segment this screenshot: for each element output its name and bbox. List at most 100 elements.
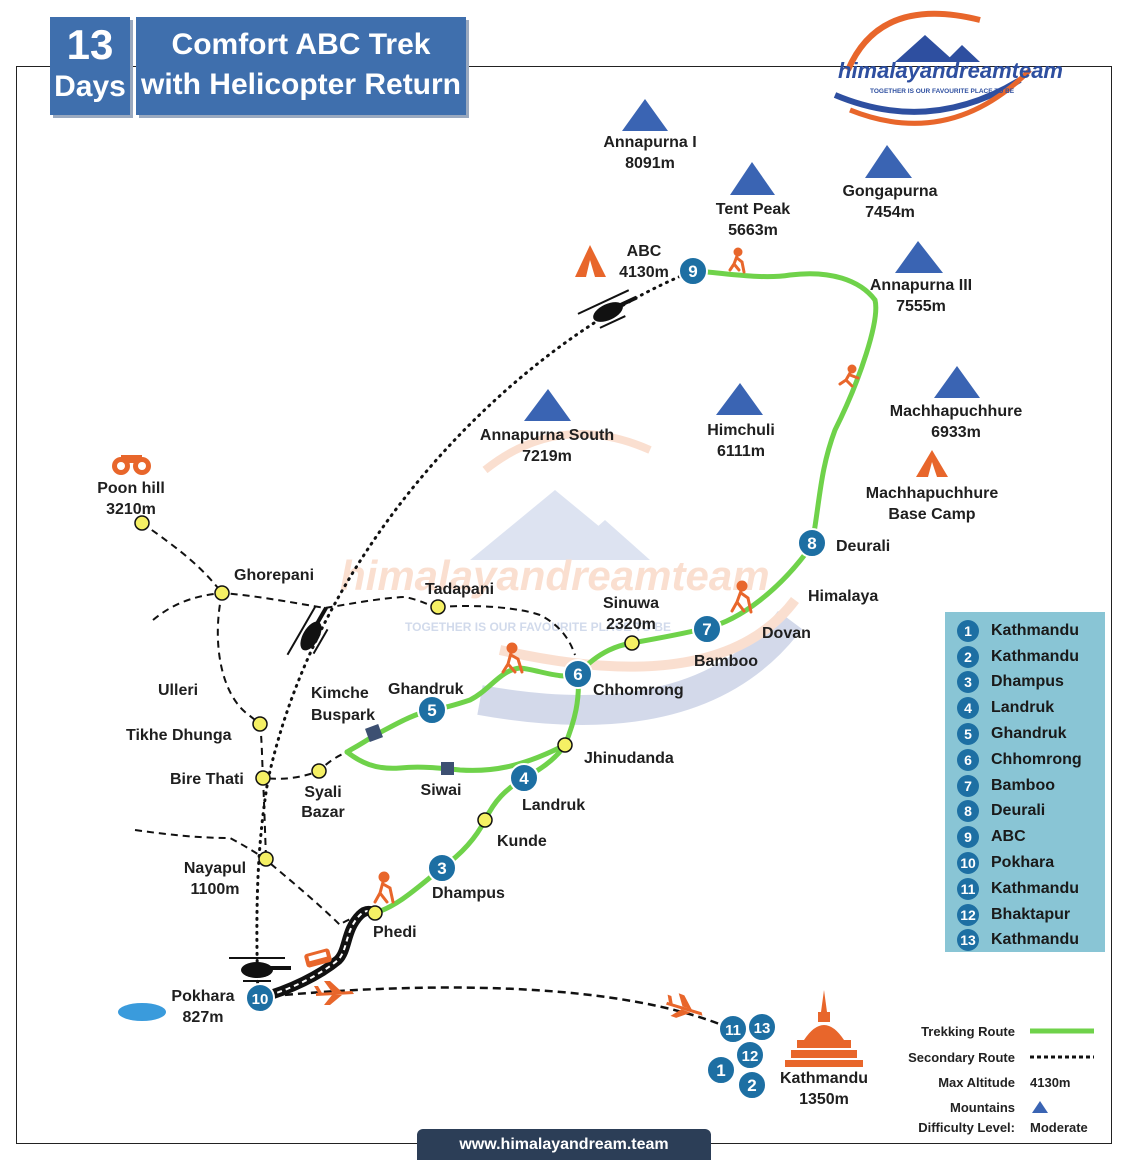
marker-10: 10 bbox=[245, 983, 275, 1013]
svg-text:6: 6 bbox=[573, 665, 582, 684]
mountain-altitude: 7219m bbox=[522, 448, 572, 465]
abc-label: ABC bbox=[627, 243, 662, 260]
legend-mountains: Mountains bbox=[950, 1100, 1015, 1115]
syali-label: Syali bbox=[304, 784, 341, 801]
syali-bazar-node bbox=[311, 763, 327, 779]
itinerary-day-badge: 13 bbox=[957, 929, 979, 952]
mountain-name: Annapurna I bbox=[603, 134, 696, 151]
itinerary-place: Kathmandu bbox=[991, 647, 1079, 665]
itinerary-day-badge: 3 bbox=[957, 671, 979, 694]
chhomrong-label: Chhomrong bbox=[593, 682, 684, 699]
nayapul-node bbox=[258, 851, 274, 867]
ghorepani-node bbox=[214, 585, 230, 601]
mountain-altitude: 5663m bbox=[728, 222, 778, 239]
mountain-altitude: 7454m bbox=[865, 204, 915, 221]
mountain-altitude: 6111m bbox=[717, 443, 765, 460]
landruk-label: Landruk bbox=[522, 797, 585, 814]
itinerary-day-badge: 2 bbox=[957, 645, 979, 668]
marker-13: 13 bbox=[747, 1012, 777, 1042]
mountain-icon bbox=[895, 241, 943, 273]
title-line-2: with Helicopter Return bbox=[140, 68, 462, 101]
mbc-label-2: Base Camp bbox=[888, 506, 975, 523]
helicopter-icon bbox=[577, 289, 638, 329]
itinerary-place: Dhampus bbox=[991, 673, 1064, 691]
mountain-labels: Annapurna I 8091m Tent Peak 5663m Gongap… bbox=[480, 134, 1022, 465]
marker-5: 5 bbox=[417, 695, 447, 725]
itinerary-day-badge: 12 bbox=[957, 903, 979, 926]
mountain-name: Annapurna III bbox=[870, 277, 972, 294]
itinerary-day-badge: 4 bbox=[957, 697, 979, 720]
itinerary-row: 7 Bamboo bbox=[957, 773, 1105, 799]
legend-difficulty: Difficulty Level: bbox=[918, 1120, 1015, 1135]
pokhara-altitude: 827m bbox=[183, 1009, 224, 1026]
syali-label-2: Bazar bbox=[301, 804, 345, 821]
itinerary-day-badge: 5 bbox=[957, 723, 979, 746]
legend-secondary-route: Secondary Route bbox=[908, 1050, 1015, 1065]
title-line-1: Comfort ABC Trek bbox=[171, 28, 431, 61]
itinerary-place: Chhomrong bbox=[991, 750, 1082, 768]
helicopter-icon bbox=[229, 957, 291, 982]
trek-title: Comfort ABC Trek with Helicopter Return bbox=[136, 17, 466, 115]
kunde-label: Kunde bbox=[497, 833, 547, 850]
sinuwa-label: Sinuwa bbox=[603, 595, 659, 612]
svg-text:10: 10 bbox=[252, 991, 269, 1008]
kimche-label-2: Buspark bbox=[311, 707, 375, 724]
poon-hill-node bbox=[134, 515, 150, 531]
bus-icon bbox=[304, 948, 332, 968]
mountain-name: Annapurna South bbox=[480, 427, 614, 444]
svg-text:12: 12 bbox=[742, 1048, 759, 1065]
itinerary-place: Deurali bbox=[991, 802, 1046, 820]
siwai-bus-stop-icon bbox=[441, 762, 454, 775]
mountain-icon bbox=[865, 145, 912, 178]
mountain-altitude: 7555m bbox=[896, 298, 946, 315]
helicopter-icons bbox=[229, 289, 638, 982]
watermark-tagline: TOGETHER IS OUR FAVOURITE PLACE TO BE bbox=[405, 620, 671, 634]
nayapul-label: Nayapul bbox=[184, 860, 246, 877]
itinerary-place: Bamboo bbox=[991, 776, 1055, 794]
brand-logo-name: himalayandreamteam bbox=[838, 58, 1063, 83]
kathmandu-altitude: 1350m bbox=[799, 1091, 849, 1108]
mountain-name: Tent Peak bbox=[716, 201, 791, 218]
helicopter-icon bbox=[286, 605, 329, 656]
mountain-altitude: 8091m bbox=[625, 155, 675, 172]
route-markers: 9 8 7 6 5 4 3 10 11 13 12 1 2 bbox=[245, 256, 827, 1100]
marker-3: 3 bbox=[427, 853, 457, 883]
ghorepani-label: Ghorepani bbox=[234, 567, 314, 584]
abc-altitude: 4130m bbox=[619, 264, 669, 281]
days-badge: 13 Days bbox=[50, 17, 130, 115]
mountain-icon bbox=[716, 383, 763, 415]
pokhara-label: Pokhara bbox=[171, 988, 234, 1005]
sinuwa-altitude: 2320m bbox=[606, 616, 656, 633]
hiker-icon bbox=[730, 580, 753, 614]
marker-1: 1 bbox=[706, 1055, 736, 1085]
marker-7: 7 bbox=[692, 614, 722, 644]
bamboo-label: Bamboo bbox=[694, 653, 758, 670]
mountain-icon bbox=[524, 389, 571, 421]
itinerary-place: ABC bbox=[991, 828, 1026, 846]
brand-logo-tagline: TOGETHER IS OUR FAVOURITE PLACE TO BE bbox=[870, 88, 1015, 95]
deurali-label: Deurali bbox=[836, 538, 890, 555]
jhinudanda-label: Jhinudanda bbox=[584, 750, 674, 767]
svg-text:5: 5 bbox=[427, 701, 436, 720]
itinerary-day-badge: 7 bbox=[957, 774, 979, 797]
mountain-icons bbox=[524, 99, 980, 421]
sinuwa-node bbox=[624, 635, 640, 651]
svg-text:7: 7 bbox=[702, 620, 711, 639]
marker-12: 12 bbox=[735, 1040, 765, 1070]
website-link[interactable]: www.himalayandream.team bbox=[417, 1129, 711, 1160]
tadapani-label: Tadapani bbox=[425, 581, 494, 598]
mountain-name: Himchuli bbox=[707, 422, 775, 439]
mountain-name: Gongapurna bbox=[842, 183, 937, 200]
svg-text:4: 4 bbox=[519, 769, 529, 788]
bire-thati-label: Bire Thati bbox=[170, 771, 244, 788]
lake-icon bbox=[118, 1003, 166, 1021]
itinerary-day-badge: 6 bbox=[957, 748, 979, 771]
poon-hill-label: Poon hill bbox=[97, 480, 165, 497]
